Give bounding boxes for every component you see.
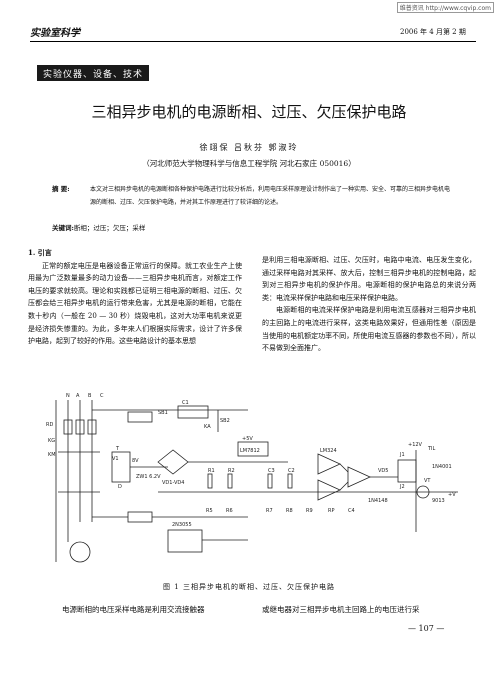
intro-paragraph-left: 正常的额定电压是电器设备正常运行的保障。就工农业生产上使用最为广泛数量最多的动力… [28, 261, 242, 346]
circuit-label: SB1 [158, 410, 168, 416]
section-label: 实验仪器、设备、技术 [37, 65, 150, 81]
authors: 徐翊保 吕秋芬 郭淑玲 [199, 143, 299, 152]
watermark: 维普资讯 http://www.cqvip.com [396, 2, 494, 13]
circuit-label: J2 [399, 484, 405, 490]
keywords-label: 关键词: [52, 224, 74, 232]
circuit-label: A [76, 393, 80, 399]
left-column: 1. 引言 正常的额定电压是电器设备正常运行的保障。就工农业生产上使用最为广泛数… [28, 247, 242, 348]
circuit-label: C3 [268, 468, 275, 474]
circuit-label: 1N4001 [432, 464, 452, 470]
circuit-label: LM7812 [240, 448, 260, 454]
circuit-label: TIL [427, 446, 436, 452]
circuit-label: LM324 [320, 448, 337, 454]
intro-paragraph-right-1: 是利用三相电源断相、过压、欠压时，电路中电流、电压发生变化，通过采样电路对其采样… [262, 256, 476, 302]
circuit-label: ZW1 6.2V [136, 474, 161, 480]
circuit-label: +V [448, 492, 456, 498]
circuit-label: V1 [112, 456, 119, 462]
circuit-label: C4 [348, 508, 355, 514]
keywords-text: 断相；过压；欠压；采样 [73, 224, 146, 232]
right-column: 是利用三相电源断相、过压、欠压时，电路中电流、电压发生变化，通过采样电路对其采样… [262, 254, 476, 355]
intro-heading: 1. 引言 [28, 248, 52, 257]
circuit-label: VT [424, 478, 431, 484]
circuit-label: +5V [242, 436, 253, 442]
intro-paragraph-right-2: 电源断相的电流采样保护电路是利用电流互感器对三相异步电机的主回路上的电流进行采样… [262, 306, 476, 353]
circuit-label: R8 [286, 508, 293, 514]
circuit-label: SB2 [220, 418, 230, 424]
circuit-label: +12V [408, 442, 423, 448]
circuit-label: B [88, 393, 92, 399]
circuit-label: KA [204, 424, 211, 430]
circuit-label: 1N4148 [368, 498, 388, 504]
circuit-label: R2 [228, 468, 235, 474]
circuit-label: D [118, 484, 122, 490]
figure-caption: 图 1 三相异步电机的断相、过压、欠压保护电路 [163, 583, 335, 591]
circuit-label: VD5 [378, 468, 388, 474]
bottom-text-left: 电源断相的电压采样电路是利用交流接触器 [62, 605, 205, 614]
issue-date: 2006 年 4 月第 2 期 [400, 28, 466, 36]
affiliation: （河北师范大学物理科学与信息工程学院 河北石家庄 050016） [142, 159, 356, 168]
circuit-label: J1 [399, 452, 405, 458]
circuit-label: R7 [266, 508, 273, 514]
paper-title: 三相异步电机的电源断相、过压、欠压保护电路 [91, 103, 407, 121]
circuit-label: R5 [206, 508, 213, 514]
circuit-label: R1 [208, 468, 215, 474]
bottom-text-right: 或继电器对三相异步电机主回路上的电压进行采 [262, 605, 420, 614]
circuit-label: RD [46, 422, 53, 428]
header-rule [30, 41, 476, 42]
circuit-label: C [100, 393, 104, 399]
circuit-label: KG [48, 438, 55, 444]
abstract-text: 本文对三相异步电机的电源断相各种保护电路进行比较分析后，利用电压采样原理设计制作… [90, 186, 451, 206]
circuit-label: R9 [306, 508, 313, 514]
circuit-label: N [66, 393, 70, 399]
circuit-label: RP [328, 508, 335, 514]
circuit-label: 2N3055 [172, 522, 192, 528]
circuit-label: 8V [132, 458, 139, 464]
journal-name: 实验室科学 [30, 28, 80, 39]
circuit-label: C1 [182, 400, 189, 406]
abstract-label: 摘 要: [52, 185, 70, 193]
circuit-label: 9013 [432, 498, 445, 504]
page-number: — 107 — [408, 624, 445, 633]
circuit-label: C2 [288, 468, 295, 474]
circuit-label: KM [48, 452, 56, 458]
keywords: 关键词:断相；过压；欠压；采样 [52, 222, 145, 232]
circuit-label: R6 [226, 508, 233, 514]
circuit-label: VD1-VD4 [162, 480, 184, 486]
circuit-label: T [115, 446, 120, 452]
